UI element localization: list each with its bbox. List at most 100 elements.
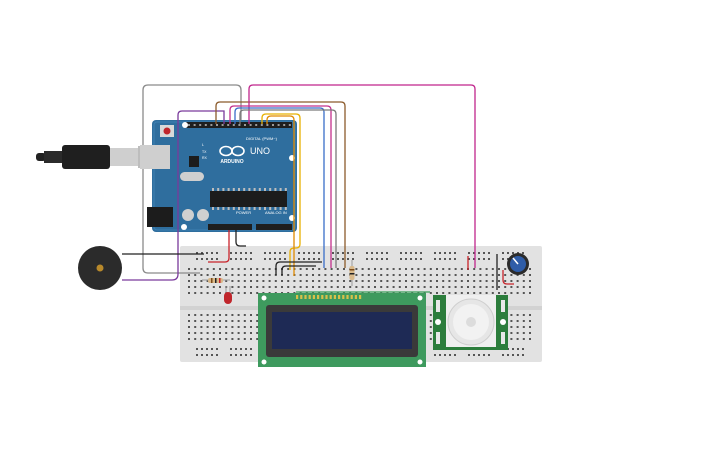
arduino-uno-board[interactable]: ARDUINO UNO DIGITAL (PWM~) POWER ANALOG … xyxy=(140,120,297,232)
red-led[interactable] xyxy=(224,286,232,304)
usb-cable[interactable] xyxy=(36,145,160,169)
breadboard-hole xyxy=(355,268,358,270)
breadboard-hole xyxy=(262,286,265,288)
wire-gray-data xyxy=(239,109,337,268)
breadboard-rail-hole xyxy=(303,252,305,254)
breadboard-hole xyxy=(355,280,358,282)
breadboard-hole xyxy=(206,338,209,340)
breadboard-hole xyxy=(305,280,308,282)
breadboard-rail-hole xyxy=(308,258,310,260)
wire-black-gnd xyxy=(235,230,246,247)
breadboard-hole xyxy=(510,326,513,328)
breadboard-hole xyxy=(423,286,426,288)
breadboard-rail-hole xyxy=(400,258,402,260)
breadboard-rail-hole xyxy=(196,258,198,260)
breadboard-hole xyxy=(367,274,370,276)
wire-red-5v xyxy=(208,230,230,263)
breadboard-hole xyxy=(436,280,438,282)
breadboard-hole xyxy=(485,274,488,276)
breadboard-hole xyxy=(305,268,308,270)
breadboard-hole xyxy=(361,274,364,276)
breadboard-hole xyxy=(460,292,463,294)
power-jack xyxy=(147,207,173,227)
breadboard-hole xyxy=(212,286,215,288)
breadboard-hole xyxy=(417,274,420,276)
breadboard-hole xyxy=(510,274,513,276)
lcd-pin xyxy=(317,295,320,299)
resistor-lcd[interactable] xyxy=(349,260,355,286)
breadboard-rail-hole xyxy=(230,258,232,260)
breadboard-rail-hole xyxy=(332,258,334,260)
chip-pin xyxy=(232,188,235,191)
lcd-pin xyxy=(354,295,357,299)
breadboard-hole xyxy=(212,320,215,322)
breadboard-hole xyxy=(529,326,531,328)
breadboard-hole xyxy=(225,332,228,334)
breadboard-hole xyxy=(491,268,494,270)
wire-black-lcd xyxy=(275,261,322,275)
breadboard-hole xyxy=(256,268,259,270)
resistor-led[interactable] xyxy=(202,278,230,283)
lcd-16x2[interactable] xyxy=(258,293,426,367)
breadboard-hole xyxy=(454,286,457,288)
breadboard-rail-hole xyxy=(206,252,208,254)
breadboard-rail-hole xyxy=(483,252,485,254)
breadboard-hole xyxy=(256,292,259,294)
breadboard-hole xyxy=(522,286,525,288)
pir-motion-sensor[interactable] xyxy=(433,295,508,350)
breadboard-hole xyxy=(212,326,215,328)
breadboard-rail-hole xyxy=(478,258,480,260)
breadboard-rail-hole xyxy=(274,252,276,254)
breadboard-rail-hole xyxy=(400,252,402,254)
breadboard-rail-hole xyxy=(206,348,208,350)
breadboard-hole xyxy=(405,274,407,276)
breadboard-hole xyxy=(522,292,525,294)
breadboard-rail-hole xyxy=(196,354,198,356)
breadboard-rail-hole xyxy=(211,354,213,356)
breadboard-rail-hole xyxy=(444,252,446,254)
breadboard-hole xyxy=(343,274,345,276)
breadboard-hole xyxy=(256,338,259,340)
breadboard-hole xyxy=(274,280,277,282)
breadboard-rail-hole xyxy=(206,258,208,260)
breadboard-rail-hole xyxy=(410,252,412,254)
wire-red-pot xyxy=(502,270,514,285)
breadboard-hole xyxy=(287,274,290,276)
piezo-buzzer[interactable] xyxy=(78,246,122,290)
breadboard-hole xyxy=(522,332,525,334)
breadboard-hole xyxy=(454,280,457,282)
header-pin xyxy=(227,124,230,126)
breadboard-hole xyxy=(485,286,488,288)
breadboard-rail-hole xyxy=(240,348,242,350)
breadboard-rail-hole xyxy=(235,354,237,356)
breadboard-rail-hole xyxy=(434,258,436,260)
breadboard-rail-hole xyxy=(216,258,218,260)
breadboard-hole xyxy=(380,268,383,270)
breadboard-hole xyxy=(386,280,389,282)
breadboard-hole xyxy=(417,280,420,282)
wire-purple-buzzer xyxy=(122,265,179,281)
breadboard-hole xyxy=(194,268,197,270)
breadboard-rail-hole xyxy=(502,354,504,356)
breadboard-rail-hole xyxy=(366,258,368,260)
potentiometer[interactable] xyxy=(507,253,529,275)
breadboard-hole xyxy=(219,320,221,322)
atmega-chip xyxy=(210,191,287,207)
digital-pin-header[interactable] xyxy=(188,124,291,126)
breadboard-rail-hole xyxy=(240,258,242,260)
reset-button-cap[interactable] xyxy=(163,127,171,135)
breadboard-hole xyxy=(460,280,463,282)
breadboard-rail-hole xyxy=(483,354,485,356)
breadboard-hole xyxy=(510,292,513,294)
breadboard-hole xyxy=(336,274,339,276)
lcd-pin xyxy=(325,295,328,299)
breadboard-hole xyxy=(188,332,190,334)
breadboard-hole xyxy=(429,292,432,294)
breadboard-rail-hole xyxy=(337,258,339,260)
breadboard-hole xyxy=(448,268,451,270)
breadboard-hole xyxy=(436,292,438,294)
header-pin xyxy=(283,124,286,126)
breadboard-hole xyxy=(367,286,370,288)
breadboard-rail-hole xyxy=(201,348,203,350)
lcd-pin-header xyxy=(296,295,362,299)
